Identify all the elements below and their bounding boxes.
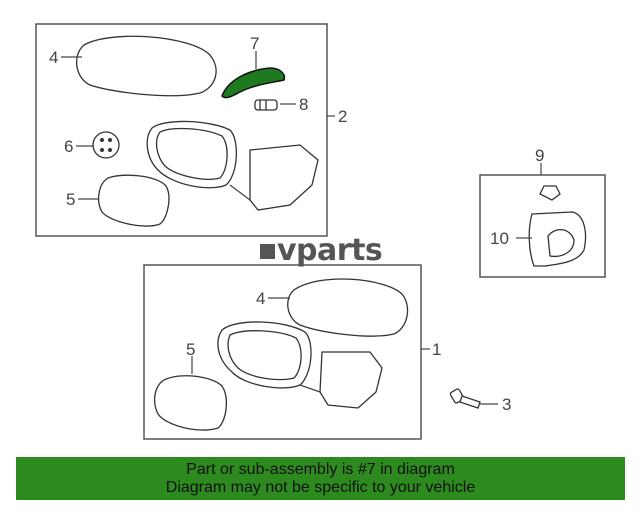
callout-9: 9 xyxy=(535,146,544,165)
motor-part-6 xyxy=(92,131,120,159)
leader-lines xyxy=(61,51,542,405)
info-banner: Part or sub-assembly is #7 in diagram Di… xyxy=(16,457,625,500)
mirror-glass-lower xyxy=(153,375,228,431)
logo-text: vparts xyxy=(277,233,383,268)
screw-part-3 xyxy=(449,388,481,409)
mirror-housing-lower xyxy=(217,321,383,409)
callout-3: 3 xyxy=(502,395,511,414)
callout-5-upper: 5 xyxy=(66,190,75,209)
callout-7[interactable]: 7 xyxy=(250,34,259,53)
part-7-highlight[interactable] xyxy=(221,67,286,99)
mirror-cover-lower xyxy=(287,278,409,337)
parts-diagram: 4 7 8 2 6 5 4 5 1 3 9 10 xyxy=(35,23,606,440)
callout-1: 1 xyxy=(432,340,441,359)
bulb-part-8 xyxy=(254,99,278,111)
callout-10: 10 xyxy=(490,229,509,248)
banner-line-1: Part or sub-assembly is #7 in diagram xyxy=(186,461,455,478)
callout-6: 6 xyxy=(64,137,73,156)
callout-4-upper: 4 xyxy=(49,48,58,67)
mirror-cover-upper xyxy=(76,35,217,97)
banner-line-2: Diagram may not be specific to your vehi… xyxy=(165,479,476,496)
logo-mark-icon xyxy=(260,244,275,259)
clip-part-9 xyxy=(539,185,561,201)
mirror-glass-upper xyxy=(97,174,170,227)
lamp-part-10 xyxy=(528,211,587,267)
callout-5-lower: 5 xyxy=(186,340,195,359)
mirror-housing-upper xyxy=(146,120,319,211)
callout-8: 8 xyxy=(299,95,308,114)
callout-4-lower: 4 xyxy=(256,289,265,308)
callout-2: 2 xyxy=(338,107,347,126)
vparts-logo: vparts xyxy=(260,233,383,268)
